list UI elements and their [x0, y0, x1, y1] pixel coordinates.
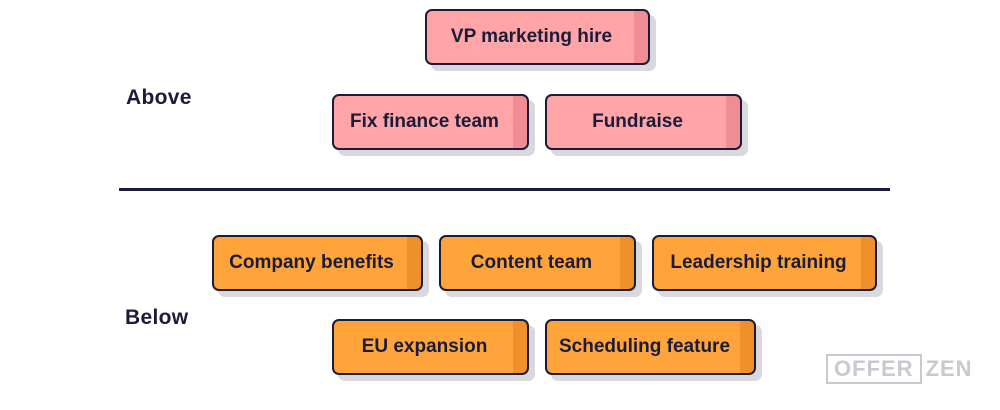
card-label: Fix finance team [350, 111, 499, 132]
logo-part-offer: OFFER [826, 354, 922, 384]
card-label: Content team [470, 252, 593, 273]
logo-part-zen: ZEN [925, 356, 973, 381]
card-fix-finance-team: Fix finance team [332, 94, 529, 150]
divider-line [119, 188, 890, 191]
card-vp-marketing-hire: VP marketing hire [425, 9, 650, 65]
card-leadership-training: Leadership training [652, 235, 877, 291]
card-label: Scheduling feature [558, 336, 731, 357]
card-scheduling-feature: Scheduling feature [545, 319, 756, 375]
below-label: Below [125, 306, 189, 329]
above-label: Above [126, 86, 192, 109]
card-content-team: Content team [439, 235, 636, 291]
card-label: Leadership training [670, 252, 847, 273]
card-label: Company benefits [229, 252, 394, 273]
card-company-benefits: Company benefits [212, 235, 423, 291]
offerzen-logo: OFFER ZEN [826, 354, 973, 384]
card-label: Fundraise [592, 111, 683, 132]
card-label: VP marketing hire [450, 26, 613, 47]
card-label: EU expansion [361, 336, 488, 357]
card-fundraise: Fundraise [545, 94, 742, 150]
card-eu-expansion: EU expansion [332, 319, 529, 375]
